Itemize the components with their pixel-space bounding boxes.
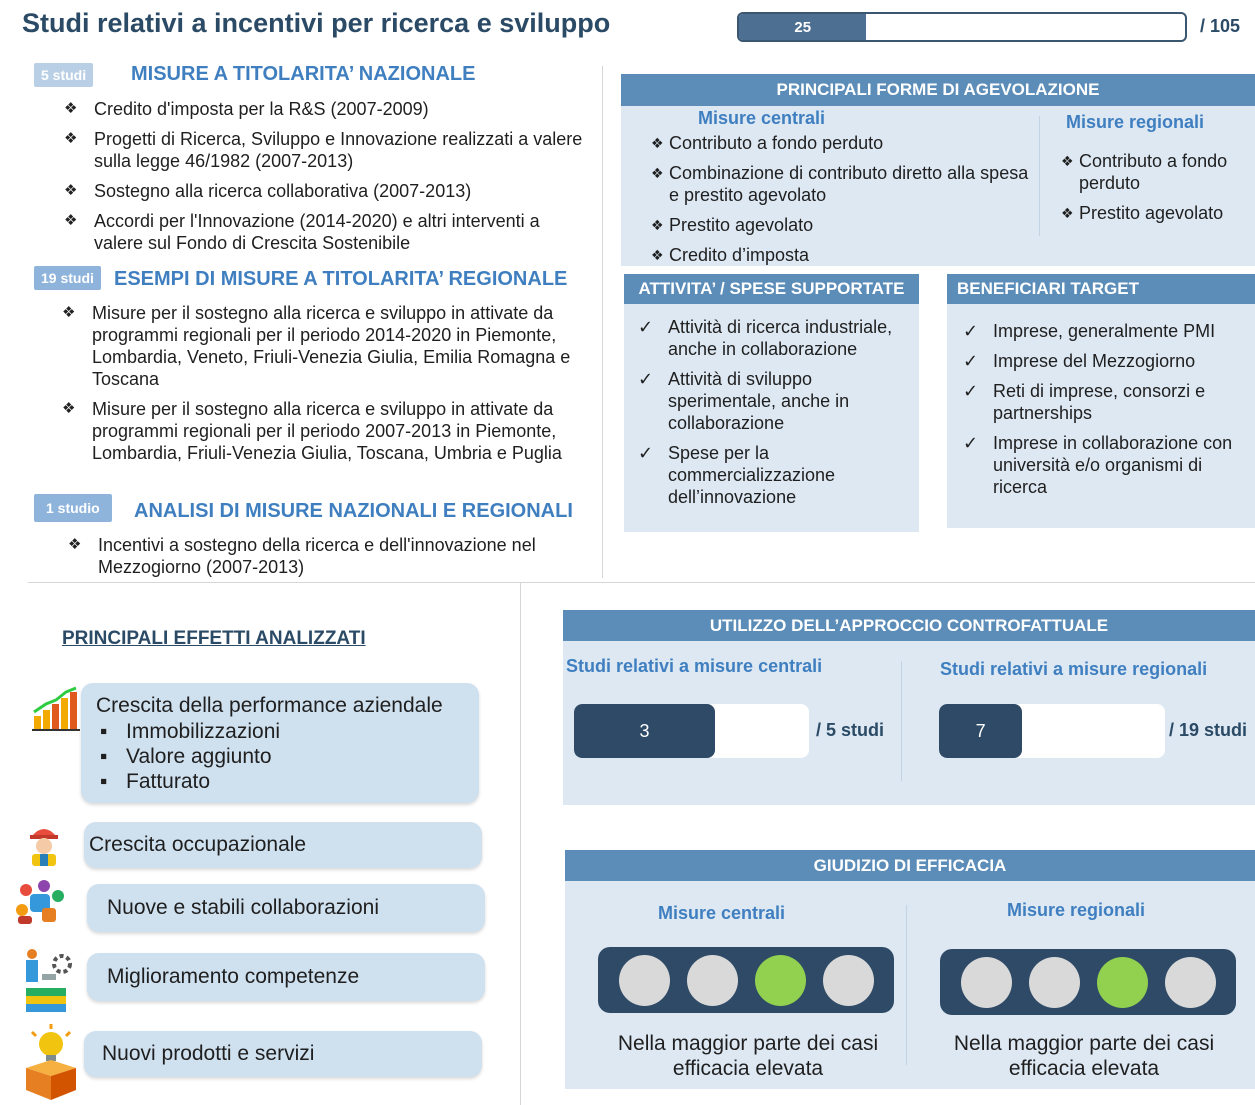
effect-occupazionale: Crescita occupazionale: [84, 822, 482, 868]
efficacy-dot: [1164, 956, 1216, 1008]
list-item: Incentivi a sostegno della ricerca e del…: [68, 534, 588, 578]
efficacy-dot: [960, 956, 1012, 1008]
badge-analysis: 1 studio: [34, 494, 112, 522]
list-item: Imprese del Mezzogiorno: [963, 350, 1253, 372]
list-item: Contributo a fondo perduto: [651, 132, 1031, 154]
divider: [520, 583, 521, 1105]
efficacy-dot: [1028, 956, 1080, 1008]
controfattuale-regional-title: Studi relativi a misure regionali: [940, 659, 1208, 679]
forme-central-title: Misure centrali: [698, 108, 826, 128]
forme-panel: Misure centrali Contributo a fondo perdu…: [621, 106, 1255, 266]
list-item: Misure per il sostegno alla ricerca e sv…: [62, 302, 582, 390]
list-item: Reti di imprese, consorzi e partnerships: [963, 380, 1253, 424]
effects-title: PRINCIPALI EFFETTI ANALIZZATI: [62, 628, 366, 649]
controfattuale-header: UTILIZZO DELL’APPROCCIO CONTROFATTUALE: [563, 610, 1255, 641]
effect-performance-label: Crescita della performance aziendale: [96, 694, 443, 717]
central-efficacy-indicator: [598, 947, 894, 1013]
attivita-panel: Attività di ricerca industriale, anche i…: [624, 304, 919, 532]
badge-regional: 19 studi: [34, 266, 101, 290]
national-list: Credito d'imposta per la R&S (2007-2009)…: [64, 98, 584, 262]
growth-chart-icon: [32, 686, 80, 731]
list-item: Imprese, generalmente PMI: [963, 320, 1253, 342]
list-item: Credito d’imposta: [651, 244, 1031, 266]
heading-analysis: ANALISI DI MISURE NAZIONALI E REGIONALI: [134, 500, 573, 522]
efficacia-regional-title: Misure regionali: [1007, 900, 1146, 920]
list-item: Accordi per l'Innovazione (2014-2020) e …: [64, 210, 584, 254]
effect-prodotti: Nuovi prodotti e servizi: [84, 1031, 482, 1077]
attivita-header: ATTIVITA’ / SPESE SUPPORTATE: [624, 274, 919, 304]
divider: [906, 905, 907, 1065]
divider: [602, 66, 603, 578]
idea-box-icon: [26, 1024, 76, 1100]
forme-regional-title: Misure regionali: [1066, 112, 1205, 132]
list-item: Contributo a fondo perduto: [1061, 150, 1241, 194]
badge-national: 5 studi: [34, 63, 94, 87]
beneficiari-header: BENEFICIARI TARGET: [947, 274, 1255, 304]
progress-fill: [739, 14, 867, 40]
divider: [901, 661, 902, 781]
efficacia-header: GIUDIZIO DI EFFICACIA: [565, 850, 1255, 881]
progress-value: 25: [794, 18, 812, 36]
efficacia-central-text: Nella maggior parte dei casi efficacia e…: [617, 1032, 879, 1080]
list-item: Valore aggiunto: [96, 744, 443, 769]
skills-icon: [26, 949, 72, 1012]
regional-study-bar: 7: [939, 704, 1165, 758]
regional-study-fill: 7: [939, 704, 1023, 758]
forme-header: PRINCIPALI FORME DI AGEVOLAZIONE: [621, 74, 1255, 106]
forme-central-list: Contributo a fondo perduto Combinazione …: [651, 132, 1031, 274]
list-item: Combinazione di contributo diretto alla …: [651, 162, 1031, 206]
effect-performance-list: Immobilizzazioni Valore aggiunto Fattura…: [96, 719, 443, 794]
list-item: Prestito agevolato: [1061, 202, 1241, 224]
progress-total: / 105: [1200, 16, 1241, 36]
beneficiari-list: Imprese, generalmente PMI Imprese del Me…: [963, 320, 1253, 506]
efficacy-dot: [822, 954, 874, 1006]
list-item: Fatturato: [96, 769, 443, 794]
heading-national: MISURE A TITOLARITA’ NAZIONALE: [131, 63, 476, 85]
effect-collaborazioni: Nuove e stabili collaborazioni: [87, 884, 485, 932]
effect-competenze: Miglioramento competenze: [87, 953, 485, 1001]
efficacia-panel: Misure centrali Misure regionali Nella m…: [565, 881, 1255, 1089]
efficacy-dot: [686, 954, 738, 1006]
heading-regional: ESEMPI DI MISURE A TITOLARITA’ REGIONALE: [114, 268, 568, 290]
page-title: Studi relativi a incentivi per ricerca e…: [22, 8, 611, 38]
divider: [28, 582, 1255, 583]
list-item: Credito d'imposta per la R&S (2007-2009): [64, 98, 584, 120]
regional-study-total: / 19 studi: [1169, 720, 1248, 740]
list-item: Sostegno alla ricerca collaborativa (200…: [64, 180, 584, 202]
beneficiari-panel: Imprese, generalmente PMI Imprese del Me…: [947, 304, 1255, 528]
efficacia-central-title: Misure centrali: [658, 903, 786, 923]
efficacia-regional-text: Nella maggior parte dei casi efficacia e…: [953, 1032, 1215, 1080]
attivita-list: Attività di ricerca industriale, anche i…: [638, 316, 913, 516]
central-study-total: / 5 studi: [816, 720, 885, 740]
effect-performance: Crescita della performance aziendale Imm…: [81, 683, 479, 803]
forme-regional-list: Contributo a fondo perduto Prestito agev…: [1061, 150, 1241, 232]
controfattuale-panel: Studi relativi a misure centrali Studi r…: [563, 641, 1255, 805]
list-item: Immobilizzazioni: [96, 719, 443, 744]
progress-bar: 25: [737, 12, 1187, 42]
list-item: Attività di sviluppo sperimentale, anche…: [638, 368, 913, 434]
list-item: Imprese in collaborazione con università…: [963, 432, 1253, 498]
divider: [1039, 116, 1040, 236]
efficacy-dot: [1096, 956, 1148, 1008]
efficacy-dot: [754, 954, 806, 1006]
efficacy-dot: [618, 954, 670, 1006]
analysis-list: Incentivi a sostegno della ricerca e del…: [68, 534, 588, 586]
regional-list: Misure per il sostegno alla ricerca e sv…: [62, 302, 582, 472]
controfattuale-central-title: Studi relativi a misure centrali: [566, 656, 823, 676]
worker-icon: [30, 829, 58, 866]
central-study-fill: 3: [574, 704, 715, 758]
central-study-bar: 3: [574, 704, 809, 758]
list-item: Misure per il sostegno alla ricerca e sv…: [62, 398, 582, 464]
list-item: Prestito agevolato: [651, 214, 1031, 236]
list-item: Attività di ricerca industriale, anche i…: [638, 316, 913, 360]
regional-efficacy-indicator: [940, 949, 1236, 1015]
list-item: Spese per la commercializzazione dell’in…: [638, 442, 913, 508]
list-item: Progetti di Ricerca, Sviluppo e Innovazi…: [64, 128, 584, 172]
collaboration-icon: [16, 880, 64, 924]
